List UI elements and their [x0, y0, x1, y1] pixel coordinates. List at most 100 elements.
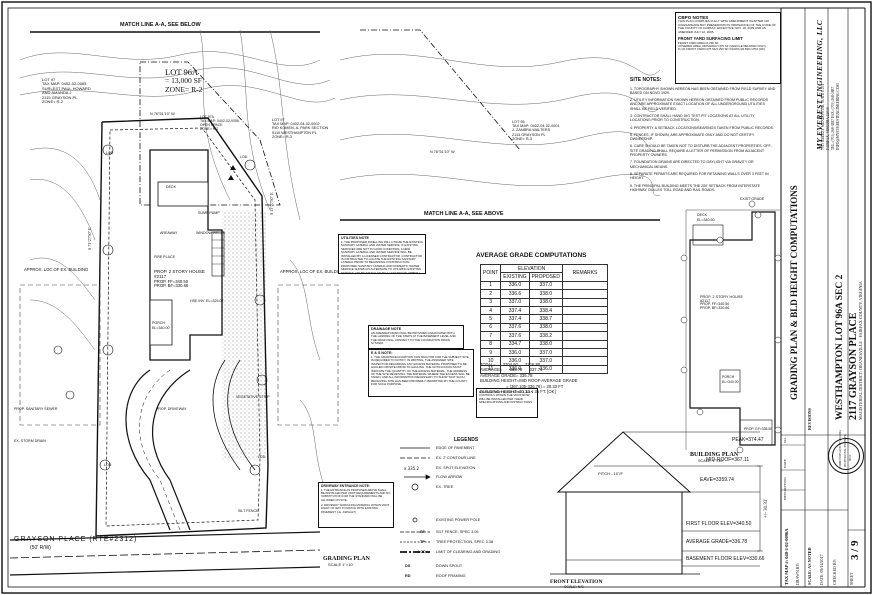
- tax-map: TAX MAP #: 040-2-02-0096A: [784, 528, 789, 585]
- bearing-left: S 73°27'50" E: [87, 227, 92, 250]
- legend-code: SF: [420, 530, 425, 534]
- project-district: MAGISTERIAL DISTRICT: DRANESVILLE · FAIR…: [858, 281, 863, 420]
- elev-eave: EAVE=3359.74: [700, 477, 734, 483]
- building-plan-scale: SCALE: 1"=10': [698, 459, 724, 463]
- col-elevation: ELEVATION: [500, 263, 563, 274]
- site-note: 6. CARE SHOULD BE TAKEN NOT TO DISTURB T…: [630, 144, 772, 158]
- street-row: (50' R/W): [30, 545, 51, 551]
- avg-grade-table: POINT ELEVATION REMARKS EXISTING PROPOSE…: [479, 263, 608, 375]
- sump-label: SUMP PUMP: [198, 211, 220, 215]
- drawn-by: DRAWN BY:: [795, 562, 800, 585]
- lod-tag-1: LOD: [106, 151, 114, 155]
- bp-porch-elev: EL=340.00: [722, 380, 739, 384]
- bearing-right: S 13°27'50" E: [269, 192, 274, 215]
- bp-deck-elev: EL=340.50: [697, 218, 715, 222]
- legend-item: ROOF FRAMING: [436, 574, 466, 578]
- revisions-label: REVISIONS: [807, 407, 812, 430]
- project-name: WESTHAMPTON LOT 96A SEC 2: [835, 274, 845, 420]
- col-existing: EXISTING: [500, 272, 530, 282]
- porch-elev-label: EL=340.00: [152, 326, 170, 330]
- fireplace-label: FIRE PLACE: [154, 255, 175, 259]
- col-point: POINT: [479, 264, 502, 282]
- window-wells-label: WINDOW WELLS: [196, 231, 225, 235]
- site-notes: SITE NOTES: 1. TOPOGRAPHY SHOWN HEREON H…: [630, 77, 776, 192]
- porch-label: PORCH: [152, 321, 165, 325]
- match-line-top: MATCH LINE A-A, SEE BELOW: [120, 22, 201, 28]
- hse-inv-label: HSE INV. EL=329.07: [190, 299, 224, 303]
- lot-top-mid-label: LOT 97A TAX MAP: 0402-02-0056 OPEN SPACE…: [200, 115, 239, 131]
- approx-bldg-left: APPROX. LOC OF EX. BUILDING: [24, 267, 89, 272]
- cbpo-notes: CBPO NOTES THIS PLAN COMPLIES FULLY WITH…: [675, 12, 781, 84]
- site-note: 5. FENCES, IF SHOWN, ARE APPROXIMATE ONL…: [630, 132, 755, 142]
- legend-code: TP: [420, 540, 425, 544]
- plan-title: GRADING PLAN & BLD HEIGHT COMPUTATIONS: [789, 185, 799, 400]
- sheet-scale: SCALE: AS NOTED: [807, 547, 812, 585]
- bp-porch: PORCH: [722, 375, 735, 379]
- legend-item: EDGE OF PAVEMENT: [436, 446, 475, 450]
- legend-title: LEGENDS: [454, 437, 479, 443]
- areaway-label: AREAWAY: [160, 231, 178, 235]
- rev-no: NO.: [783, 437, 787, 443]
- lot-left-label: LOT 97 TAX MAP: 0402-02-0065 SURLEST PAU…: [42, 77, 91, 104]
- grading-plan-title: GRADING PLAN: [323, 556, 370, 562]
- site-note: 2. UTILITY INFORMATION SHOWN HEREON OBTA…: [630, 98, 768, 111]
- sheet-label: SHEET: [849, 572, 854, 585]
- legend-item: EX. TREE: [436, 485, 454, 489]
- sheet-date: DATE: 09/14/2017: [819, 554, 824, 585]
- match-line-mid: MATCH LINE A-A, SEE ABOVE: [424, 211, 504, 217]
- checked-by: CHECKED BY:: [832, 558, 837, 585]
- legend-code: LOD: [418, 550, 427, 554]
- prop-house-label: PROP. 2 STORY HOUSE #2117 PROP. FF=340.5…: [154, 269, 205, 289]
- utilities-note: UTILITIES NOTE 1. THE PROPOSED DWELLING …: [338, 234, 426, 274]
- site-note: 4. PROPERTY & SETBACK LOCATIONS/BEARINGS…: [630, 125, 775, 130]
- bp-deck: DECK: [697, 213, 707, 217]
- driveway-note: DRIVEWAY ENTRANCE NOTE: 1. THE ENTRANCE …: [318, 482, 394, 528]
- sheet-number: 3 / 9: [849, 540, 861, 560]
- lod-tag-4: LOD: [258, 455, 266, 459]
- vegetative-strip-label: VEGETATIVE STRIP: [236, 395, 270, 399]
- elev-height-dim: +/- 30.33': [764, 498, 769, 518]
- legend-item: EXISTING POWER POLE: [436, 518, 481, 522]
- lot-right-b-label: LOT 95 TAX MAP: 0402-04-02-0001 J. ZANBR…: [512, 120, 560, 141]
- site-note: 9. THE PRINCIPAL BUILDING MEETS THE 200'…: [630, 183, 761, 192]
- front-elevation-scale: SCALE: N/S: [564, 585, 584, 589]
- es-note: E & S NOTE: 1. THE GRADING/EXCAVATION CO…: [368, 349, 474, 397]
- avg-grade-grid: POINT ELEVATION REMARKS EXISTING PROPOSE…: [479, 263, 608, 375]
- elev-basement: BASEMENT FLOOR ELEV=330.66: [686, 556, 765, 562]
- front-elevation-title: FRONT ELEVATION: [550, 579, 603, 585]
- site-note: 3. CONTRACTOR SHALL HAND DIG TEST PIT LO…: [630, 113, 755, 123]
- elev-mid-roof: MID-ROOF=367.11: [706, 457, 750, 463]
- avg-grade-totals: TOTAL= 3704.60 3716.80 AVERAGE= 336.78 3…: [480, 362, 578, 395]
- lot-right-a-label: LOT 97 TAX MAP: 0402-04-02-0002 RIO KOME…: [272, 118, 329, 139]
- bp-house-label: PROP. 2 STORY HOUSE #2117 PROP. FF=340.5…: [700, 295, 743, 311]
- driveway-label: PROP. DRIVEWAY: [156, 407, 187, 411]
- site-note: 1. TOPOGRAPHY SHOWN HEREON HAS BEEN OBTA…: [630, 86, 776, 95]
- drainage-note: DRAINAGE NOTE AN AREAWAY DRAIN WILL BE P…: [368, 325, 464, 349]
- bp-gf: PROP. GF=338.50: [744, 427, 773, 431]
- site-note: 7. FOUNDATION DRAINS ARE DIRECTED TO DAY…: [630, 160, 754, 169]
- legend-item: TREE PROTECTION, SPEC 3.38: [436, 540, 493, 544]
- sewer-label: PROP. SANITARY SEWER: [14, 407, 58, 411]
- avg-grade-title: AVERAGE GRADE COMPUTATIONS: [476, 252, 587, 259]
- col-proposed: PROPOSED: [528, 272, 563, 282]
- storm-label: EX. STORM DRAIN: [14, 439, 46, 443]
- approx-bldg-right: APPROX. LOC OF EX. BUILDING: [280, 269, 345, 274]
- lod-tag-3: LOD: [104, 463, 112, 467]
- bearing-top: N 76°51'10" W: [150, 112, 175, 116]
- elev-pitch: PITCH - 10"/F: [598, 471, 623, 476]
- lot-96a-label: LOT 96A = 13,000 SF ZONE= R-2: [165, 67, 203, 94]
- building-plan-title: BUILDING PLAN: [690, 452, 739, 458]
- bp-exist-grade: EXIST GRADE: [740, 197, 765, 201]
- legend-item: FLOW ARROW: [436, 475, 463, 479]
- legend-item: EX. SPOT ELEVATION: [436, 466, 476, 470]
